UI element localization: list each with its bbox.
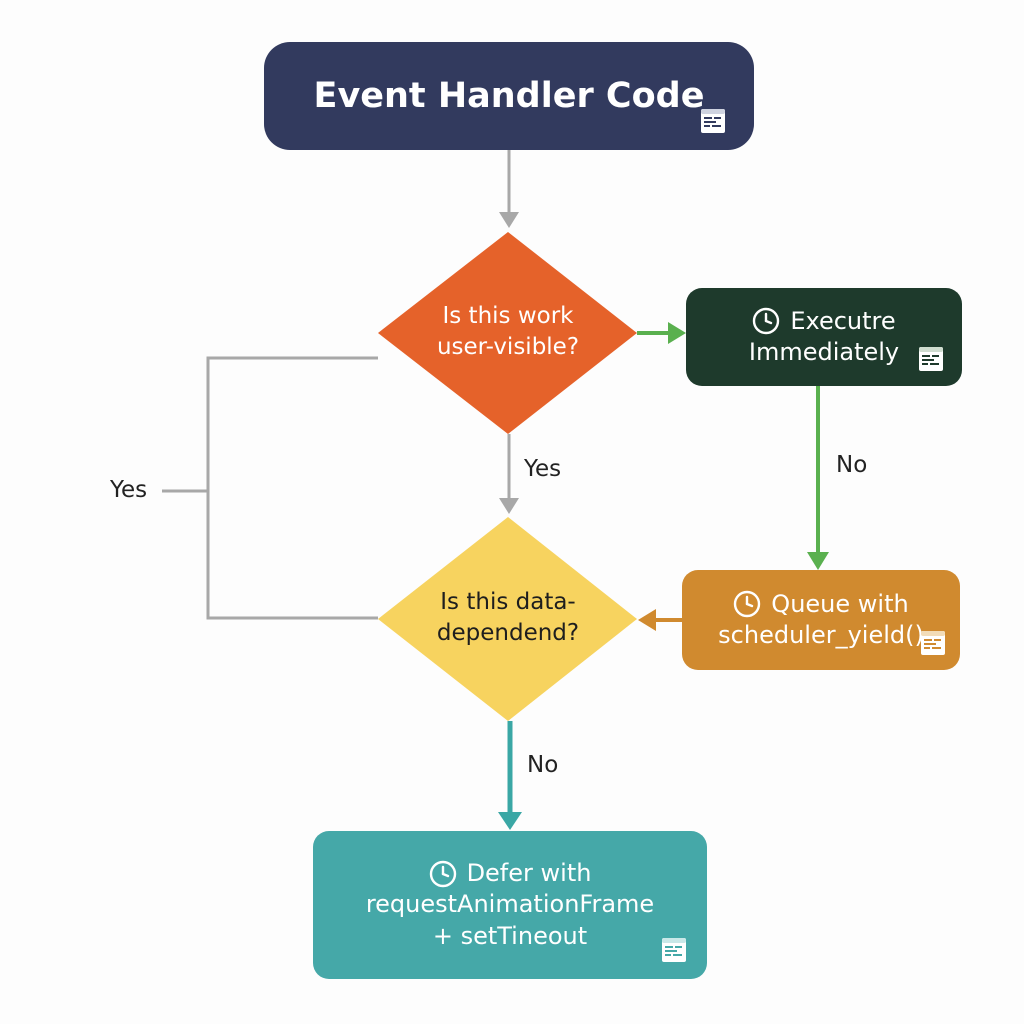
decision-data-line-1: Is this data-	[440, 588, 576, 615]
edge-label-bottom-no: No	[527, 752, 559, 778]
decision-visible-diamond	[378, 232, 637, 434]
edge-queue-to-data	[638, 609, 682, 631]
start-node-label: Event Handler Code	[313, 76, 705, 116]
clock-icon	[753, 308, 780, 335]
queue-scheduler-yield-node: Queue with scheduler_yield()	[682, 570, 960, 670]
execute-line-2: Immediately	[748, 338, 900, 366]
decision-data-label: Is this data- dependend?	[396, 568, 620, 668]
decision-visible-label: Is this work user-visible?	[396, 282, 620, 382]
edge-visible-to-execute	[637, 322, 686, 344]
queue-line-1: Queue with	[771, 589, 909, 618]
edge-visible-to-data	[499, 434, 519, 514]
decision-data-diamond	[378, 517, 637, 721]
clock-icon	[429, 860, 456, 888]
defer-raf-settimeout-node: Defer with requestAnimationFrame + setTi…	[313, 831, 707, 979]
defer-line-1: Defer with	[466, 859, 592, 888]
defer-line-2: requestAnimationFrame	[365, 890, 655, 919]
edge-label-center-yes: Yes	[524, 456, 562, 482]
clock-icon	[734, 591, 761, 618]
code-window-icon	[921, 631, 945, 655]
code-window-icon	[662, 938, 686, 962]
decision-visible-line-1: Is this work	[442, 302, 574, 329]
edge-start-to-visible	[499, 150, 519, 228]
decision-data-line-2: dependend?	[436, 620, 580, 646]
code-window-icon	[919, 347, 943, 371]
execute-line-1: Executre	[790, 306, 896, 335]
decision-visible-line-2: user-visible?	[436, 334, 580, 360]
defer-line-3: + setTineout	[432, 921, 588, 950]
code-window-icon	[701, 109, 725, 133]
execute-immediately-node: Executre Immediately	[686, 288, 962, 386]
edge-execute-to-queue	[807, 386, 829, 570]
edge-label-right-no: No	[836, 452, 868, 478]
queue-line-2: scheduler_yield()	[718, 621, 924, 649]
edge-left-yes-loop	[162, 356, 378, 620]
edge-data-to-defer	[498, 721, 522, 830]
start-node-event-handler-code: Event Handler Code	[264, 42, 754, 150]
edge-label-left-yes: Yes	[110, 477, 148, 503]
